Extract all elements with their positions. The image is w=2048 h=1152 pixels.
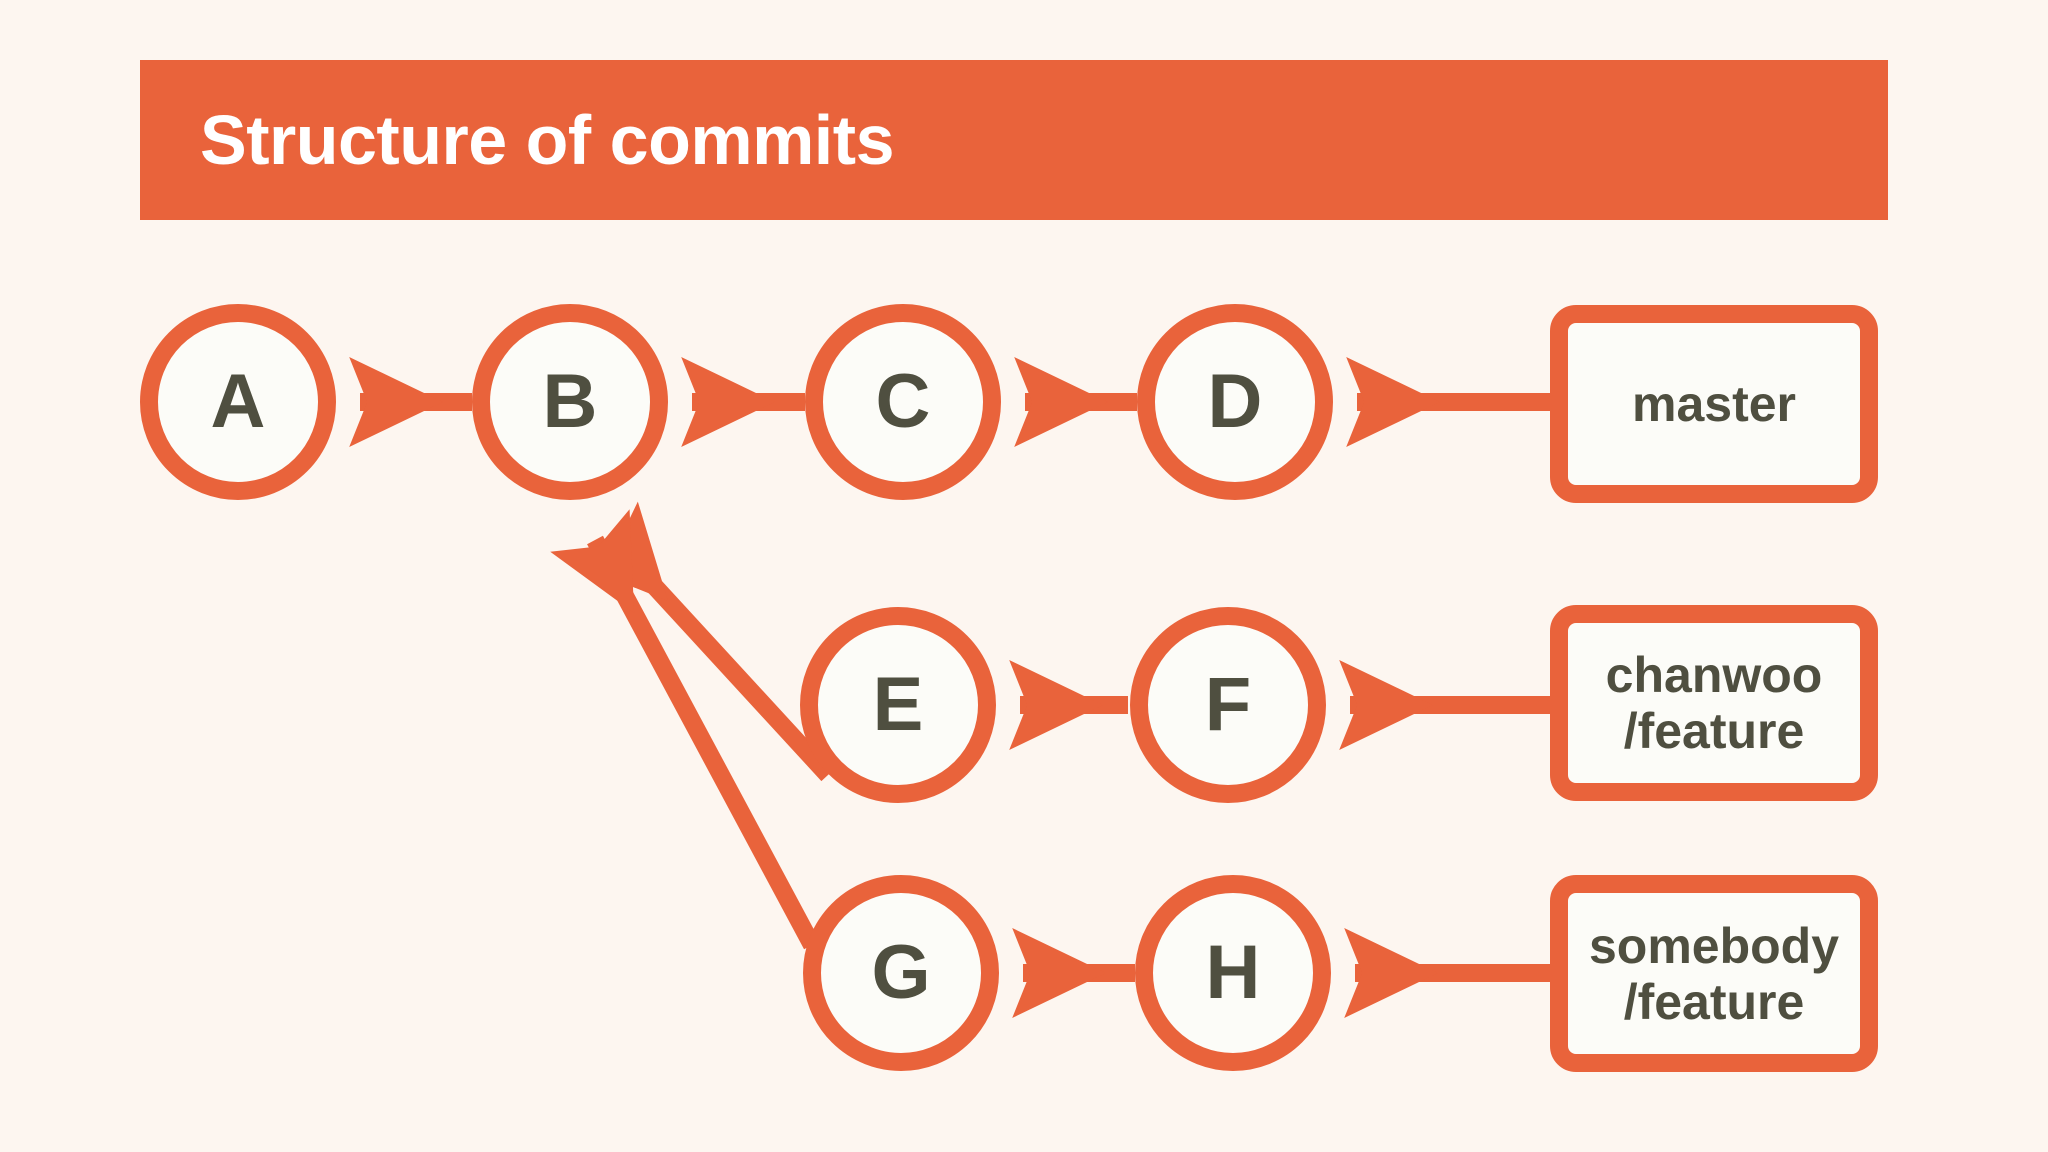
commit-label-f: F [1204,662,1252,747]
commit-node-f[interactable]: F [1130,607,1326,803]
commit-label-a: A [210,359,266,444]
commit-label-h: H [1205,930,1261,1015]
page-title: Structure of commits [200,101,895,179]
branch-label-master[interactable]: master [1550,305,1878,503]
commit-label-c: C [875,359,931,444]
commit-node-b[interactable]: B [472,304,668,500]
edge-g-to-b [550,509,820,950]
commit-label-b: B [542,359,598,444]
branch-label-chanwoo-feature-line-2: /feature [1623,703,1805,759]
branch-label-chanwoo-feature[interactable]: chanwoo /feature [1550,605,1878,801]
title-bar: Structure of commits [140,60,1888,220]
branch-label-chanwoo-feature-line-1: chanwoo [1605,647,1823,703]
branch-label-somebody-feature-line-1: somebody [1588,917,1840,974]
commit-node-a[interactable]: A [140,304,336,500]
commit-node-g[interactable]: G [803,875,999,1071]
commit-node-d[interactable]: D [1137,304,1333,500]
commit-label-e: E [872,662,924,747]
edge-e-to-b [571,501,835,782]
commit-node-h[interactable]: H [1135,875,1331,1071]
commit-node-c[interactable]: C [805,304,1001,500]
commit-node-e[interactable]: E [800,607,996,803]
branch-label-somebody-feature[interactable]: somebody /feature [1550,875,1878,1072]
commit-label-g: G [871,930,931,1015]
commit-label-d: D [1207,359,1263,444]
branch-label-master-line-1: master [1632,376,1796,432]
branch-label-somebody-feature-line-2: /feature [1623,973,1805,1030]
